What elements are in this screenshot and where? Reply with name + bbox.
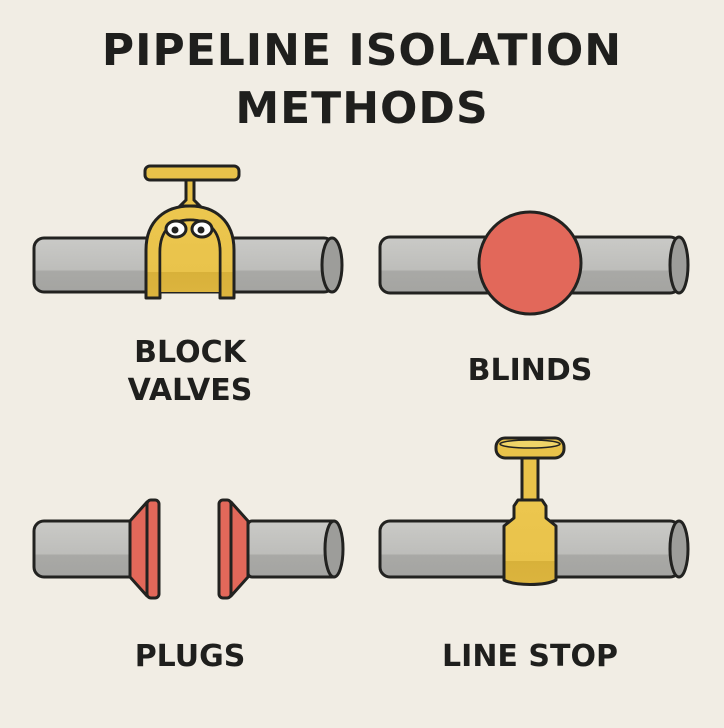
title-line-2: METHODS [235, 83, 489, 134]
handwheel-icon [494, 436, 566, 502]
page-title: PIPELINE ISOLATION METHODS [0, 22, 724, 138]
plug-right-icon [217, 498, 250, 600]
label-plugs: PLUGS [134, 639, 246, 674]
label-blinds: BLINDS [467, 353, 593, 388]
valve-handle-icon [143, 164, 241, 208]
block-valve-illustration [32, 164, 344, 300]
label-block-valves: BLOCK VALVES [127, 335, 253, 408]
line-stop-body-icon [502, 498, 558, 586]
line-stop-illustration [378, 436, 690, 586]
plug-left-icon [128, 498, 161, 600]
title-line-1: PIPELINE ISOLATION [101, 25, 623, 76]
pipe-right [246, 519, 345, 579]
blind-illustration [378, 210, 690, 316]
pipe-left [32, 519, 142, 579]
eyes-icon [164, 219, 214, 239]
blind-disc-icon [477, 210, 583, 316]
valve-body-icon [144, 204, 236, 300]
label-line-stop: LINE STOP [442, 639, 618, 674]
plugs-illustration [32, 498, 345, 600]
